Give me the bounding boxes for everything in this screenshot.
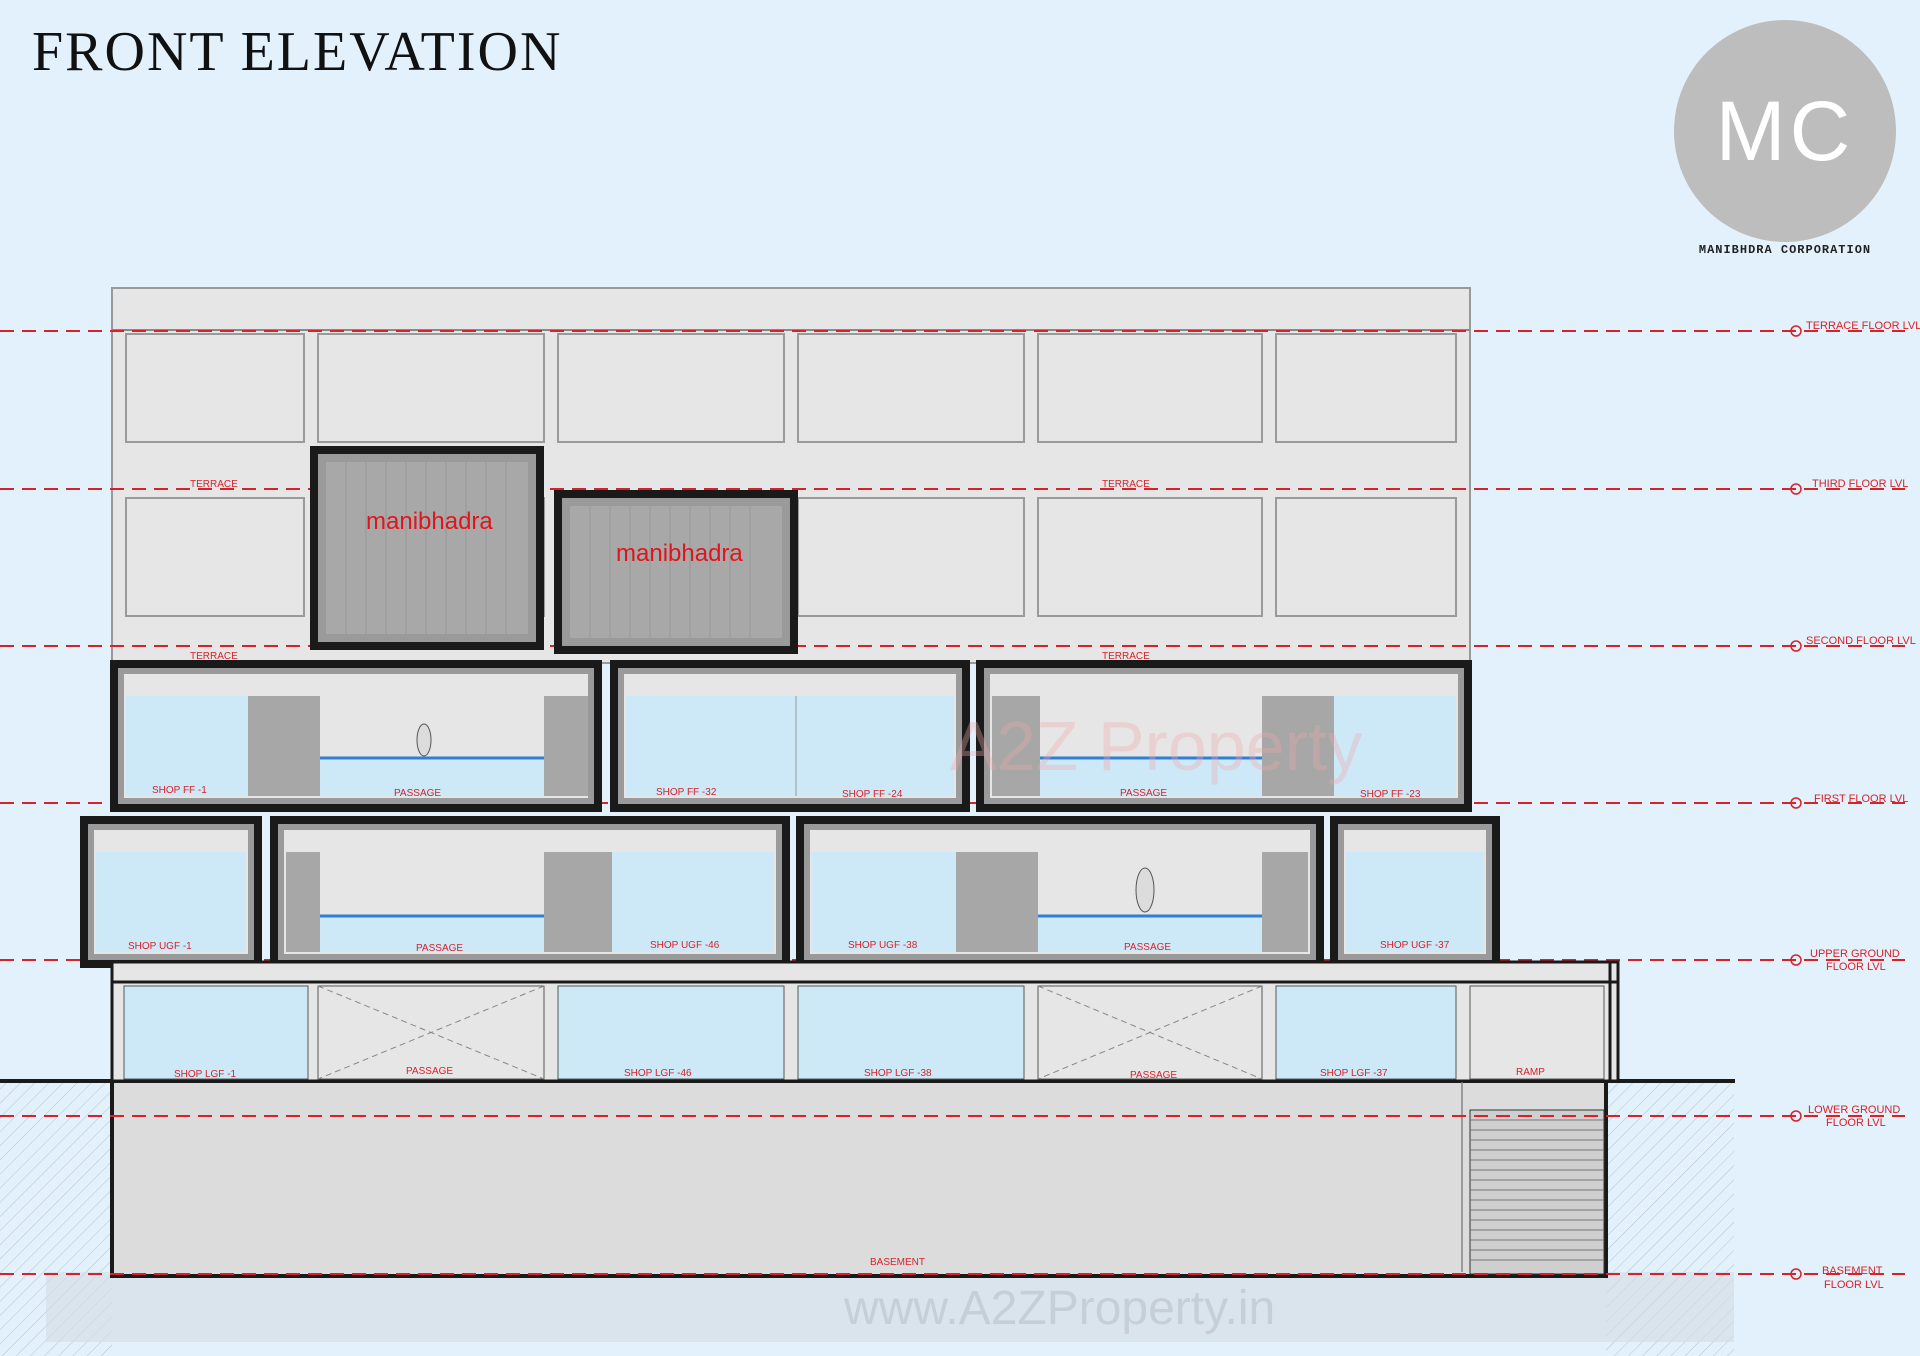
room-label: SHOP LGF -46 <box>624 1068 692 1079</box>
upper-ground-box-1: SHOP UGF -1 <box>80 816 262 968</box>
room-label: SHOP LGF -1 <box>174 1069 236 1080</box>
sign-text: manibhadra <box>616 540 743 567</box>
level-label-third: THIRD FLOOR LVL <box>1812 478 1908 490</box>
level-label-first: FIRST FLOOR LVL <box>1814 793 1908 805</box>
room-label: PASSAGE <box>394 788 441 799</box>
upper-ground-box-3: SHOP UGF -38 PASSAGE <box>796 816 1324 968</box>
room-label: SHOP LGF -37 <box>1320 1068 1388 1079</box>
company-logo: MC <box>1674 20 1896 242</box>
terrace-label: TERRACE <box>1102 651 1150 662</box>
ramp-slope <box>1469 1109 1605 1275</box>
upper-ground-box-4: SHOP UGF -37 <box>1330 816 1500 968</box>
watermark-url: www.A2ZProperty.in <box>843 1282 1275 1335</box>
first-floor-box-3: PASSAGE SHOP FF -23 <box>976 660 1472 812</box>
level-label-second: SECOND FLOOR LVL <box>1806 635 1916 647</box>
terrace-label: TERRACE <box>190 651 238 662</box>
sign-text: manibhadra <box>366 508 493 535</box>
first-floor-box-1: SHOP FF -1 PASSAGE <box>110 660 602 812</box>
room-label: SHOP FF -32 <box>656 787 717 798</box>
company-name: MANIBHDRA CORPORATION <box>1698 243 1872 257</box>
level-label-lower-ground-2: FLOOR LVL <box>1826 1117 1886 1129</box>
signage-box-2: manibhadra <box>554 490 798 654</box>
watermark-brand: A2Z Property <box>950 707 1362 785</box>
level-label-lower-ground: LOWER GROUND <box>1808 1104 1900 1116</box>
room-label: SHOP UGF -38 <box>848 940 918 951</box>
room-label: RAMP <box>1516 1067 1545 1078</box>
terrace-label: TERRACE <box>1102 479 1150 490</box>
room-label: SHOP UGF -46 <box>650 940 720 951</box>
room-label: SHOP LGF -38 <box>864 1068 932 1079</box>
level-label-terrace: TERRACE FLOOR LVL <box>1806 320 1920 332</box>
basement-block <box>110 1079 1608 1278</box>
room-label: PASSAGE <box>1130 1070 1177 1081</box>
ground-hatch <box>0 1079 1735 1356</box>
room-label: SHOP UGF -1 <box>128 941 192 952</box>
room-label: SHOP FF -23 <box>1360 789 1421 800</box>
room-label: PASSAGE <box>1124 942 1171 953</box>
first-floor-box-2: SHOP FF -32 SHOP FF -24 <box>610 660 970 812</box>
terrace-label: TERRACE <box>190 479 238 490</box>
room-label: SHOP FF -1 <box>152 785 207 796</box>
room-label: PASSAGE <box>1120 788 1167 799</box>
level-label-basement-2: FLOOR LVL <box>1824 1279 1884 1291</box>
level-label-upper-ground: UPPER GROUND <box>1810 948 1900 960</box>
upper-ground-box-2: PASSAGE SHOP UGF -46 <box>270 816 790 968</box>
signage-box-1: manibhadra <box>310 446 544 650</box>
level-label-upper-ground-2: FLOOR LVL <box>1826 961 1886 973</box>
room-label: PASSAGE <box>416 943 463 954</box>
logo-monogram: MC <box>1715 84 1855 178</box>
level-label-basement: BASEMENT <box>1822 1265 1883 1277</box>
room-label: PASSAGE <box>406 1066 453 1077</box>
room-label: SHOP FF -24 <box>842 789 903 800</box>
lower-ground-strip <box>110 960 1620 1083</box>
level-markers <box>1790 325 1802 1280</box>
room-label: SHOP UGF -37 <box>1380 940 1450 951</box>
room-label: BASEMENT <box>870 1257 925 1268</box>
drawing-title: FRONT ELEVATION <box>32 21 563 83</box>
